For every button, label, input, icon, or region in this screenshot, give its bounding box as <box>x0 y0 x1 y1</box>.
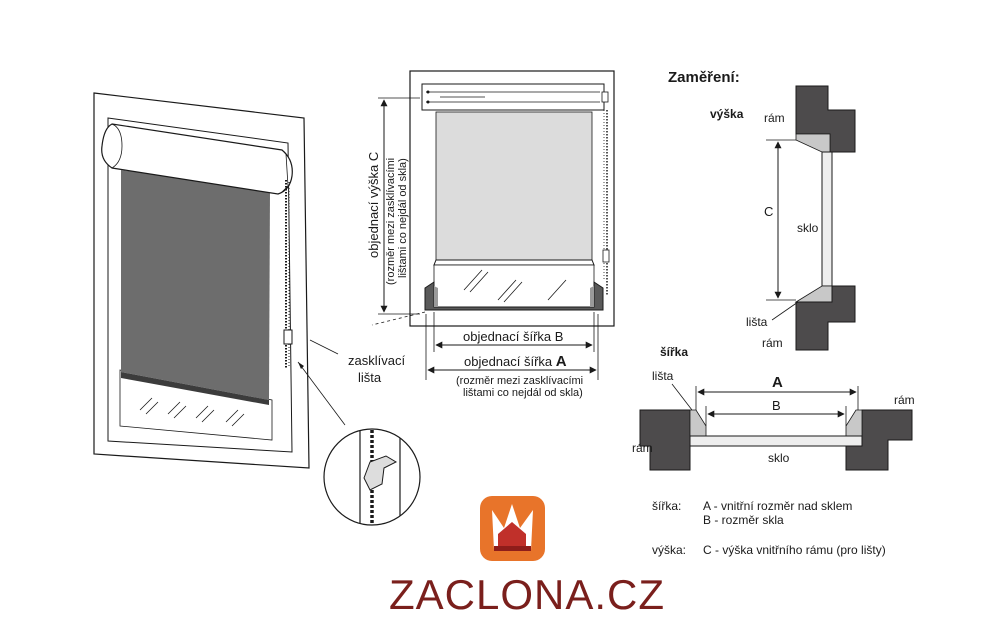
bead-leader-line <box>309 339 339 355</box>
bead-label-width: lišta <box>652 369 674 383</box>
bead-bottom <box>794 285 833 303</box>
bead-top <box>795 133 831 153</box>
bead-label-line2: lišta <box>358 370 382 385</box>
height-dimension-c: C <box>764 204 773 219</box>
width-note-line2: lištami co nejdál od skla) <box>463 387 583 399</box>
glass-width-section <box>689 435 863 447</box>
blind-bottom-bar <box>121 372 269 405</box>
legend-height-c: C - výška vnitřního rámu (pro lišty) <box>703 543 886 557</box>
width-dimensions: objednací šířka B objednací šířka A (roz… <box>425 312 599 399</box>
legend: šířka: A - vnitřní rozměr nad sklem B - … <box>652 499 886 557</box>
width-dimension-a: A <box>772 374 783 391</box>
width-dimension-b: B <box>772 398 781 413</box>
frame-top-label: rám <box>764 111 785 125</box>
zoom-leader-line <box>297 361 346 426</box>
legend-height-key: výška: <box>652 543 686 557</box>
height-dimension: objednací výška C (rozměr mezi zasklívac… <box>366 97 420 315</box>
width-a-label: objednací šířka A <box>464 353 567 370</box>
frame-bottom <box>795 285 856 351</box>
frame-left-label: rám <box>632 441 653 455</box>
blind-fabric <box>121 170 270 400</box>
width-section-title: šířka <box>660 345 688 359</box>
width-cross-section: šířka A B lišta rám rám sklo <box>632 345 915 471</box>
brand-name: ZACLONA.CZ <box>389 571 665 618</box>
legend-width-a: A - vnitřní rozměr nad sklem <box>703 499 852 513</box>
bead-label-line1: zasklívací <box>348 353 405 368</box>
height-cross-section: výška C rám sklo lišta rám <box>710 85 856 351</box>
frame-right-label: rám <box>894 393 915 407</box>
crown-logo-icon <box>480 496 545 561</box>
blind-front-drawing <box>371 70 615 327</box>
width-b-label: objednací šířka B <box>463 329 563 344</box>
blind-fabric-front <box>435 111 593 261</box>
height-section-title: výška <box>710 107 744 121</box>
frame-bottom-label: rám <box>762 336 783 350</box>
legend-width-key: šířka: <box>652 499 681 513</box>
legend-width-b: B - rozměr skla <box>703 513 784 527</box>
glass-reflections <box>139 397 245 427</box>
glass-label-height: sklo <box>797 221 819 235</box>
glass-height-section <box>821 151 833 287</box>
roller-cassette <box>101 123 293 195</box>
bead-right <box>845 409 863 437</box>
measurement-heading: Zaměření: <box>668 69 740 86</box>
bead-label-height: lišta <box>746 315 768 329</box>
height-note-line1: (rozměr mezi zasklívacími <box>385 158 397 285</box>
brand-logo: ZACLONA.CZ <box>389 496 665 618</box>
height-label: objednací výška C <box>366 152 381 258</box>
glass-front <box>433 264 595 308</box>
chain-clip <box>283 329 293 345</box>
bead-left <box>689 409 707 437</box>
chain-detail-magnifier <box>323 428 421 526</box>
height-note-line2: lištami co nejdál od skla) <box>397 158 409 278</box>
blind-perspective-illustration <box>93 92 346 469</box>
width-note-line1: (rozměr mezi zasklívacími <box>456 375 583 387</box>
glass-label-width: sklo <box>768 451 790 465</box>
